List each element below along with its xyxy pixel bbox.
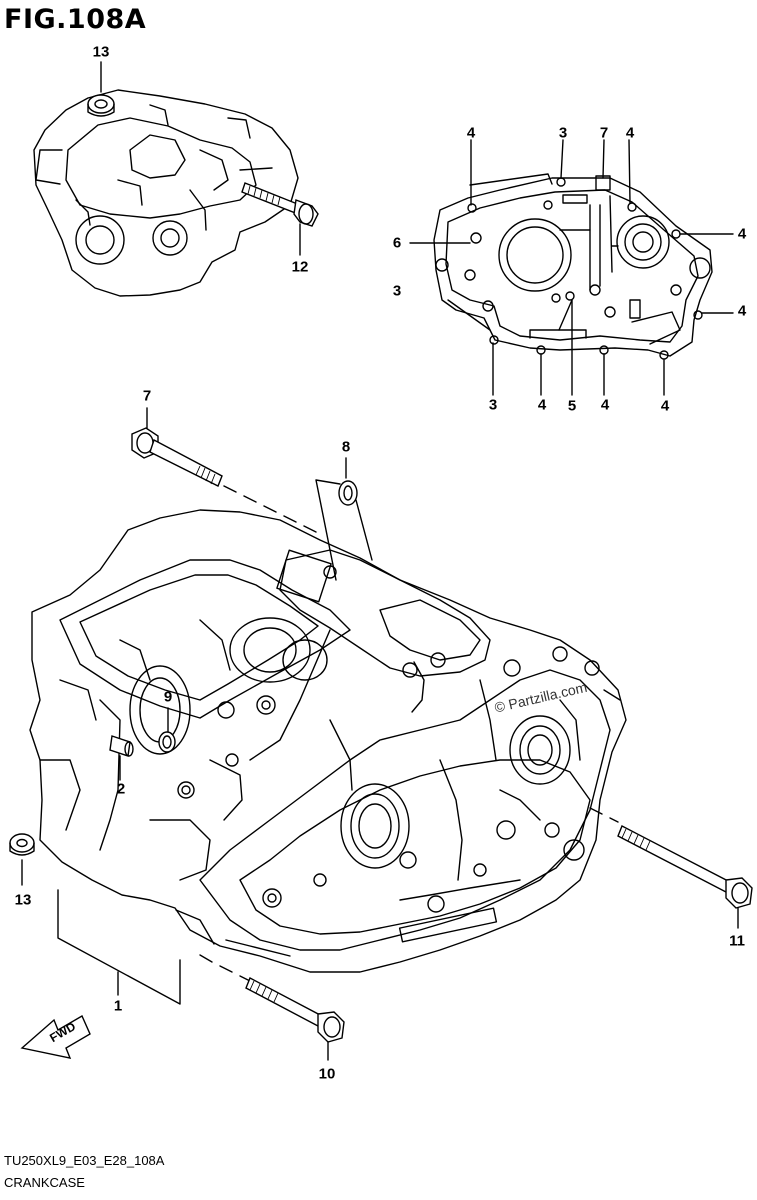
callout-3-a: 3 bbox=[558, 124, 568, 142]
callout-10: 10 bbox=[318, 1065, 336, 1083]
callout-13-top: 13 bbox=[92, 43, 110, 61]
callout-3-c: 3 bbox=[488, 396, 498, 414]
washer-13-bottom bbox=[9, 833, 35, 886]
figure-title: FIG.108A bbox=[4, 4, 147, 35]
callout-4-b: 4 bbox=[625, 124, 635, 142]
fwd-arrow-icon: FWD bbox=[20, 1015, 91, 1059]
callout-13-bottom: 13 bbox=[14, 891, 32, 909]
callout-12: 12 bbox=[291, 258, 309, 276]
callout-7-main: 7 bbox=[142, 387, 152, 405]
bracket-1 bbox=[57, 889, 181, 1005]
figure-name: CRANKCASE bbox=[4, 1175, 85, 1190]
callout-5: 5 bbox=[567, 397, 577, 415]
oring-8 bbox=[315, 457, 373, 581]
callout-4-d: 4 bbox=[737, 302, 747, 320]
callout-11: 11 bbox=[729, 932, 745, 950]
callout-4-a: 4 bbox=[466, 124, 476, 142]
callout-8: 8 bbox=[341, 438, 351, 456]
crankcase-face-inset bbox=[409, 139, 734, 396]
callout-1: 1 bbox=[113, 997, 123, 1015]
callout-4-e: 4 bbox=[537, 396, 547, 414]
callout-4-f: 4 bbox=[600, 396, 610, 414]
bolt-7 bbox=[131, 407, 317, 533]
figure-code: TU250XL9_E03_E28_108A bbox=[4, 1153, 165, 1168]
crankcase-main bbox=[29, 509, 627, 973]
bolt-12 bbox=[241, 182, 319, 256]
callout-4-c: 4 bbox=[737, 225, 747, 243]
bolt-11 bbox=[589, 807, 753, 929]
callout-7-inset: 7 bbox=[599, 124, 609, 142]
callout-6: 6 bbox=[392, 234, 402, 252]
callout-9: 9 bbox=[163, 688, 173, 706]
callout-4-g: 4 bbox=[660, 397, 670, 415]
oring-9 bbox=[158, 707, 176, 753]
callout-3-b: 3 bbox=[392, 282, 402, 300]
bolt-10 bbox=[199, 954, 345, 1061]
crankcase-upper-view bbox=[33, 89, 299, 297]
washer-13-top bbox=[87, 61, 115, 117]
callout-2: 2 bbox=[116, 780, 126, 798]
